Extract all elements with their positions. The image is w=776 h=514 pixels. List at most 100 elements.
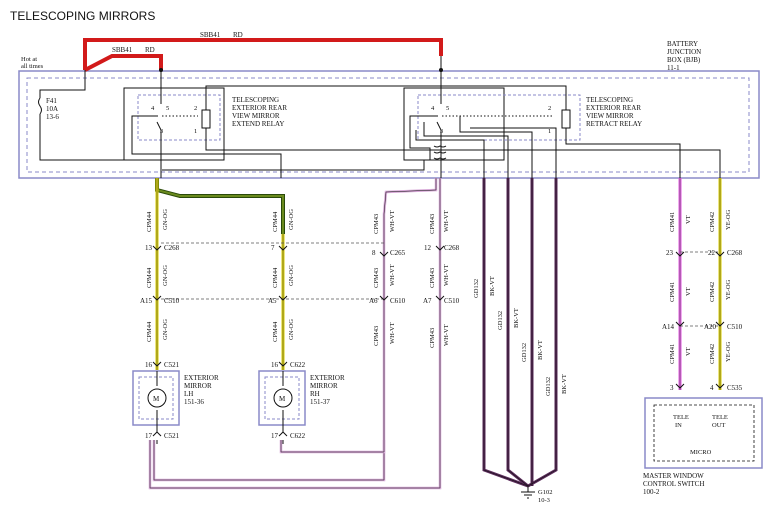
switch-ref: 100-2 — [643, 488, 660, 496]
bjb-ref: 11-1 — [667, 64, 680, 72]
mirror-rh-label-1: EXTERIOR — [310, 374, 345, 382]
mirror-rh-label-2: MIRROR — [310, 382, 338, 390]
c622-label-bottom: C622 — [290, 432, 306, 440]
rh-wire-color-1: GN-OG — [288, 209, 295, 230]
fuse-hot-label-1: Hot at — [21, 56, 37, 63]
lh-wire-color-3: GN-OG — [162, 319, 169, 340]
cpm43-circuit-2: CPM43 — [373, 268, 380, 288]
rh-wire-circuit-2: CPM44 — [272, 267, 279, 288]
rh-wire-color-3: GN-OG — [288, 319, 295, 340]
sbb41-color-top: RD — [233, 31, 243, 39]
cpm43b-circuit-3: CPM43 — [429, 328, 436, 348]
rh-wire-color-2: GN-OG — [288, 265, 295, 286]
lh-wire-color-2: GN-OG — [162, 265, 169, 286]
c535-pin4: 4 — [710, 384, 714, 392]
sbb41-color-left: RD — [145, 46, 155, 54]
cpm43b-color-2: WH-VT — [443, 264, 450, 286]
mirror-rh: M EXTERIOR MIRROR RH 151-37 17 C622 — [258, 370, 345, 440]
bjb-internal-wiring — [131, 85, 721, 178]
diagram-title: TELESCOPING MIRRORS — [10, 9, 155, 23]
cpm42-circuit-1: CPM42 — [709, 212, 716, 232]
extend-relay-label-2: EXTERIOR REAR — [232, 104, 287, 112]
c265-label: C265 — [390, 249, 406, 257]
c610-label: C610 — [390, 297, 406, 305]
lh-wire-circuit-2: CPM44 — [146, 267, 153, 288]
extend-relay-pin3: 3 — [160, 128, 163, 135]
mirror-lower-wiring — [156, 440, 284, 444]
extend-relay-label-4: EXTEND RELAY — [232, 120, 284, 128]
c510-label-right: C510 — [727, 323, 743, 331]
c510-pina7: A7 — [423, 297, 432, 305]
gd132-circuit-4: GD132 — [545, 377, 552, 396]
rh-wire-circuit-1: CPM44 — [272, 211, 279, 232]
gd132-circuit-3: GD132 — [521, 343, 528, 362]
lh-wire-circuit-1: CPM44 — [146, 211, 153, 232]
c610-pina6: A6 — [369, 297, 378, 305]
gd132-color-2: BK-VT — [513, 308, 520, 328]
wire-cpm41: CPM41 VT CPM41 VT CPM41 VT — [669, 178, 692, 390]
c521-label-top: C521 — [164, 361, 180, 369]
mirror-rh-label-3: RH — [310, 390, 320, 398]
cpm42-circuit-2: CPM42 — [709, 282, 716, 302]
cpm43-circuit-1: CPM43 — [373, 214, 380, 234]
retract-relay-pin5: 5 — [446, 105, 449, 112]
retract-relay-label-2: EXTERIOR REAR — [586, 104, 641, 112]
mirror-lh: M EXTERIOR MIRROR LH 151-36 17 C521 — [132, 370, 219, 440]
gd132-color-3: BK-VT — [537, 340, 544, 360]
bjb-label-3: BOX (BJB) — [667, 56, 701, 64]
wire-gd132: GD132 BK-VT GD132 BK-VT GD132 BK-VT GD13… — [473, 178, 568, 504]
extend-relay-label-3: VIEW MIRROR — [232, 112, 280, 120]
c535-pin3: 3 — [670, 384, 674, 392]
cpm41-circuit-2: CPM41 — [669, 282, 676, 302]
mirror-lh-label-2: MIRROR — [184, 382, 212, 390]
fuse-hot-label-2: all times — [21, 63, 44, 70]
switch-tele-out-2: OUT — [712, 422, 725, 429]
cpm43b-color-3: WH-VT — [443, 324, 450, 346]
gd132-color-4: BK-VT — [561, 374, 568, 394]
cpm41-color-1: VT — [685, 215, 692, 224]
c510-pina15: A15 — [140, 297, 153, 305]
bjb-label-2: JUNCTION — [667, 48, 701, 56]
cpm43-color-1: WH-VT — [389, 210, 396, 232]
ground-name: G102 — [538, 489, 552, 496]
wire-cpm43: CPM43 WH-VT CPM43 WH-VT CPM43 WH-VT CPM4… — [148, 178, 450, 490]
fuse-ref: 13-6 — [46, 113, 59, 121]
rh-wire-circuit-3: CPM44 — [272, 321, 279, 342]
mirror-rh-ref: 151-37 — [310, 398, 330, 406]
c622-pin17: 17 — [271, 432, 279, 440]
retract-relay-pin1: 1 — [548, 128, 551, 135]
mirror-lh-motor-symbol: M — [153, 395, 160, 403]
c510-label-lh: C510 — [164, 297, 180, 305]
cpm41-circuit-3: CPM41 — [669, 344, 676, 364]
retract-relay-label-3: VIEW MIRROR — [586, 112, 634, 120]
wire-cpm42: CPM42 YE-OG CPM42 YE-OG CPM42 YE-OG — [709, 178, 732, 390]
lh-wire-color-1: GN-OG — [162, 209, 169, 230]
fuse-f41: Hot at all times F41 10A 13-6 — [21, 56, 124, 161]
lh-wire-circuit-3: CPM44 — [146, 321, 153, 342]
sbb41-circuit-top: SBB41 — [200, 31, 221, 39]
mirror-lh-label-3: LH — [184, 390, 193, 398]
cpm42-circuit-3: CPM42 — [709, 344, 716, 364]
c510-pina14: A14 — [662, 323, 675, 331]
c268-label-lh: C268 — [164, 244, 180, 252]
cpm41-color-2: VT — [685, 287, 692, 296]
switch-tele-in-1: TELE — [673, 414, 689, 421]
switch-tele-in-2: IN — [675, 422, 682, 429]
fuse-name: F41 — [46, 97, 57, 105]
power-feed-sbb41: SBB41 RD SBB41 RD — [83, 31, 443, 72]
retract-relay-pin4: 4 — [431, 105, 435, 112]
battery-junction-box: BATTERY JUNCTION BOX (BJB) 11-1 — [18, 40, 760, 179]
cpm43-color-3: WH-VT — [389, 322, 396, 344]
cpm43b-circuit-2: CPM43 — [429, 268, 436, 288]
wire-cpm44-lh: CPM44 GN-OG CPM44 GN-OG CPM44 GN-OG — [146, 178, 169, 370]
retract-relay-label-4: RETRACT RELAY — [586, 120, 642, 128]
connector-row-device: 16 C521 16 C622 3 4 C535 — [145, 361, 743, 392]
extend-relay-pin1: 1 — [194, 128, 197, 135]
c268-label-right: C268 — [727, 249, 743, 257]
c521-label-bottom: C521 — [164, 432, 180, 440]
cpm42-color-3: YE-OG — [725, 341, 732, 362]
bjb-label-1: BATTERY — [667, 40, 698, 48]
connector-row-c268: 13 C268 7 8 C265 12 C268 23 22 C268 — [145, 242, 743, 257]
connector-row-c510: A15 C510 A5 A6 C610 A7 C510 A14 A20 C510 — [140, 295, 743, 331]
